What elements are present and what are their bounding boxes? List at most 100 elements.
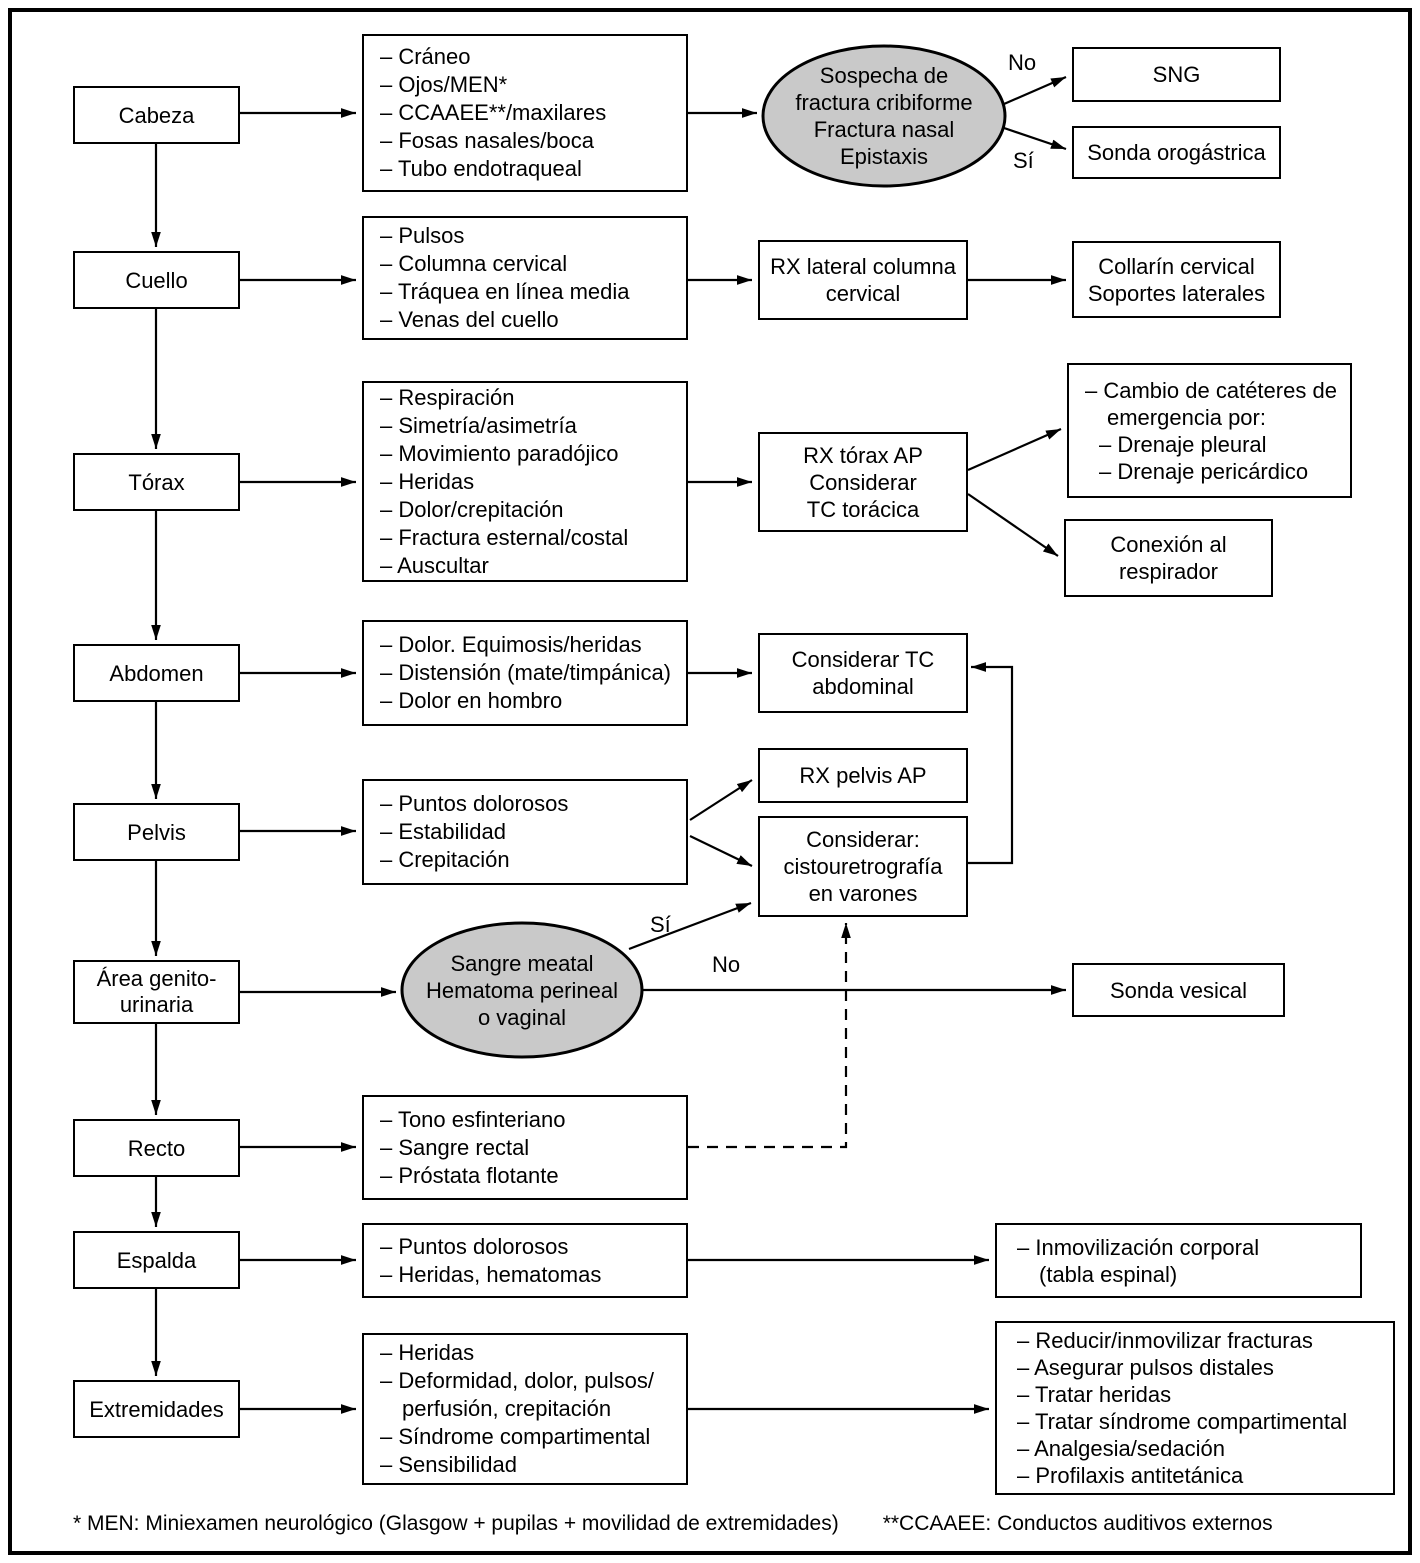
action-line: RX pelvis AP [799, 763, 927, 788]
detail-item: – Dolor. Equimosis/heridas [380, 632, 642, 657]
action-line: SNG [1152, 62, 1201, 87]
detail-item: – Puntos dolorosos [380, 791, 569, 816]
node-torax-label: Tórax [128, 469, 185, 495]
decision-line: o vaginal [477, 1004, 567, 1030]
action-line: – Inmovilización corporal [1017, 1234, 1260, 1260]
action-line: – Tratar heridas [1017, 1382, 1172, 1407]
action-extremidades-tx: – Reducir/inmovilizar fracturas – Asegur… [995, 1321, 1395, 1495]
decision-sangre-meatal-ellipse [400, 921, 644, 1059]
node-cabeza: Cabeza [73, 86, 240, 144]
action-cambio-cateteres: – Cambio de catéteres de emergencia por:… [1067, 363, 1352, 498]
action-line: RX tórax AP [803, 442, 923, 468]
action-line: TC torácica [806, 496, 920, 522]
decision-sangre-meatal-text: Sangre meatal Hematoma perineal o vagina… [407, 949, 637, 1031]
detail-extremidades: – Heridas – Deformidad, dolor, pulsos/ p… [362, 1333, 688, 1485]
detail-item: – Movimiento paradójico [380, 440, 619, 466]
node-area-genitourinaria-label: Área genito-urinaria [96, 966, 217, 1017]
edge-label-no: No [712, 952, 741, 977]
action-line: Considerar: [806, 827, 920, 852]
detail-item: – Distensión (mate/timpánica) [380, 660, 672, 685]
action-line: Collarín cervical [1098, 253, 1255, 279]
node-pelvis-label: Pelvis [127, 819, 186, 845]
detail-item: perfusión, crepitación [402, 1396, 612, 1421]
action-line: – Asegurar pulsos distales [1017, 1355, 1274, 1380]
action-line: Sonda vesical [1110, 977, 1247, 1003]
node-extremidades-label: Extremidades [89, 1396, 224, 1422]
node-abdomen-label: Abdomen [109, 660, 204, 686]
decision-line: Sospecha de [819, 63, 949, 88]
action-line: Sonda orogástrica [1087, 140, 1266, 165]
detail-item: – Auscultar [380, 552, 489, 578]
node-espalda-label: Espalda [116, 1247, 197, 1273]
footnote-men: * MEN: Miniexamen neurológico (Glasgow +… [73, 1512, 839, 1535]
decision-line: Hematoma perineal [426, 977, 618, 1003]
action-collarin-cervical: Collarín cervical Soportes laterales [1072, 241, 1281, 318]
decision-line: Epistaxis [839, 144, 929, 169]
detail-item: – Respiración [380, 384, 515, 410]
detail-cabeza: – Cráneo – Ojos/MEN* – CCAAEE**/maxilare… [362, 34, 688, 192]
node-cabeza-label: Cabeza [118, 102, 195, 128]
node-area-genitourinaria: Área genito-urinaria [73, 960, 240, 1024]
detail-item: – Próstata flotante [380, 1162, 559, 1188]
detail-cuello: – Pulsos – Columna cervical – Tráquea en… [362, 216, 688, 340]
detail-item: – Tráquea en línea media [380, 279, 630, 304]
decision-line: Fractura nasal [813, 117, 955, 142]
detail-item: – Puntos dolorosos [380, 1233, 569, 1259]
detail-item: – Dolor en hombro [380, 688, 563, 713]
detail-item: – Ojos/MEN* [380, 72, 508, 97]
detail-pelvis: – Puntos dolorosos – Estabilidad – Crepi… [362, 779, 688, 885]
action-conexion-respirador: Conexión al respirador [1064, 519, 1273, 597]
action-line: cistouretrografía [783, 854, 943, 879]
action-line: Soportes laterales [1087, 280, 1266, 306]
action-line: – Analgesia/sedación [1017, 1436, 1225, 1461]
detail-item: – Estabilidad [380, 819, 506, 844]
action-line: (tabla espinal) [1039, 1261, 1178, 1287]
action-line: cervical [825, 281, 901, 306]
detail-item: – Sensibilidad [380, 1452, 517, 1477]
detail-item: – Heridas [380, 468, 475, 494]
node-torax: Tórax [73, 453, 240, 511]
node-cuello: Cuello [73, 251, 240, 309]
action-sng: SNG [1072, 47, 1281, 102]
detail-item: – Fractura esternal/costal [380, 524, 629, 550]
action-line: Considerar TC [791, 647, 935, 672]
detail-item: – Simetría/asimetría [380, 412, 577, 438]
node-cuello-label: Cuello [125, 267, 188, 293]
node-recto-label: Recto [127, 1135, 186, 1161]
detail-item: – CCAAEE**/maxilares [380, 100, 607, 125]
action-line: respirador [1118, 559, 1219, 584]
footnote-ccaaee: **CCAAEE: Conductos auditivos externos [882, 1512, 1273, 1535]
action-line: – Drenaje pericárdico [1099, 458, 1309, 484]
action-tc-abdominal: Considerar TC abdominal [758, 633, 968, 713]
edge-label-si: Sí [1013, 148, 1034, 173]
detail-item: – Síndrome compartimental [380, 1424, 651, 1449]
node-extremidades: Extremidades [73, 1380, 240, 1438]
detail-item: – Tono esfinteriano [380, 1106, 566, 1132]
detail-item: – Deformidad, dolor, pulsos/ [380, 1368, 654, 1393]
decision-line: fractura cribiforme [795, 90, 973, 115]
detail-item: – Columna cervical [380, 251, 568, 276]
detail-espalda: – Puntos dolorosos – Heridas, hematomas [362, 1223, 688, 1298]
decision-cribiforme-ellipse [761, 44, 1007, 188]
detail-item: – Heridas, hematomas [380, 1261, 602, 1287]
edge-label-si: Sí [650, 912, 671, 937]
detail-item: – Cráneo [380, 44, 471, 69]
detail-item: – Pulsos [380, 223, 465, 248]
decision-cribiforme-text: Sospecha de fractura cribiforme Fractura… [769, 58, 999, 174]
node-abdomen: Abdomen [73, 644, 240, 702]
action-line: – Cambio de catéteres de [1085, 377, 1337, 403]
detail-item: – Fosas nasales/boca [380, 128, 595, 153]
detail-item: – Sangre rectal [380, 1134, 530, 1160]
detail-recto: – Tono esfinteriano – Sangre rectal – Pr… [362, 1095, 688, 1200]
footnote: * MEN: Miniexamen neurológico (Glasgow +… [73, 1512, 1317, 1536]
action-line: en varones [808, 881, 918, 906]
action-line: Conexión al [1110, 532, 1227, 557]
action-line: – Reducir/inmovilizar fracturas [1017, 1328, 1313, 1353]
action-sonda-orogastrica: Sonda orogástrica [1072, 126, 1281, 179]
action-line: – Drenaje pleural [1099, 431, 1267, 457]
diagram-border [8, 8, 1412, 1555]
action-line: emergencia por: [1107, 404, 1266, 430]
action-rx-torax: RX tórax AP Considerar TC torácica [758, 432, 968, 532]
